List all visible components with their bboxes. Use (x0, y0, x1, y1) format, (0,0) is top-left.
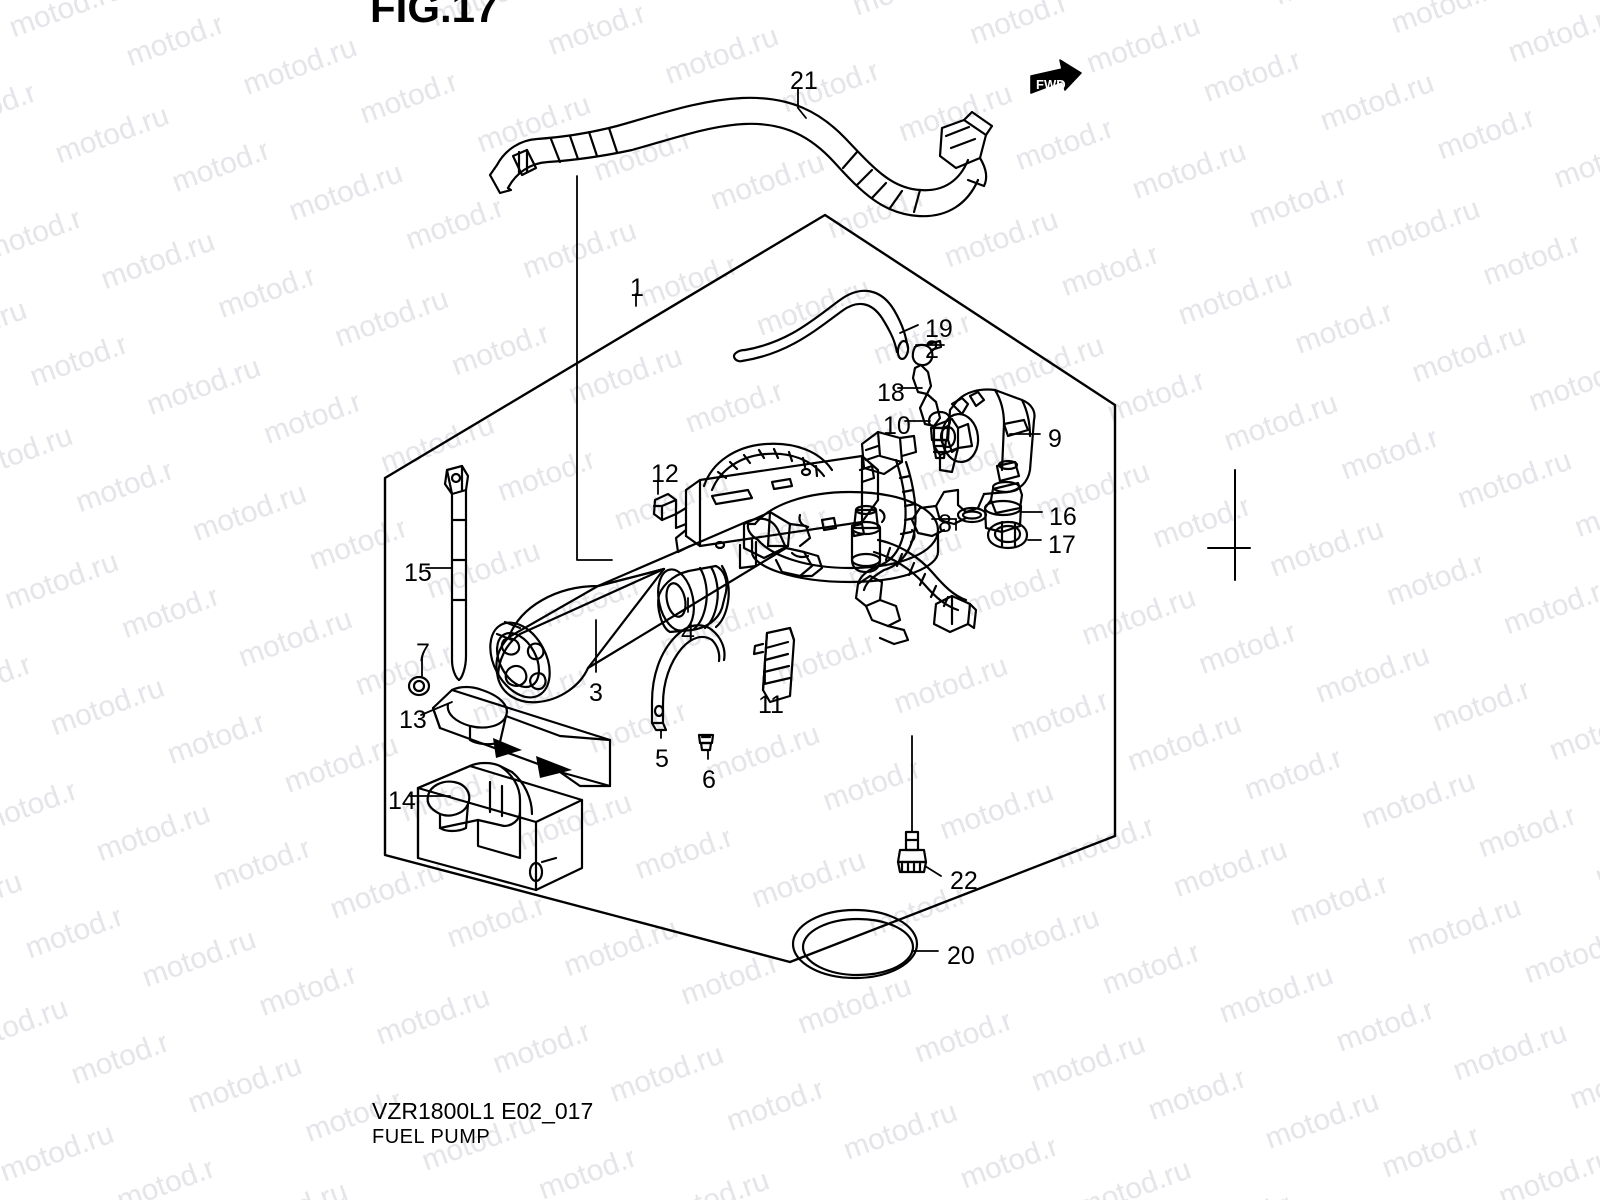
fwd-arrow-label: FWD (1036, 77, 1066, 92)
callout-number-16: 16 (1049, 503, 1077, 531)
figure-title: FIG.17 (370, 0, 499, 31)
callout-number-22: 22 (950, 867, 978, 895)
callout-number-1: 1 (630, 274, 644, 302)
callout-number-17: 17 (1048, 531, 1076, 559)
svg-text:FWD: FWD (1036, 77, 1066, 92)
part-6-screw-small (697, 733, 715, 752)
part-18-fuel-pipe-joint (911, 363, 974, 474)
callout-number-4: 4 (681, 619, 695, 647)
part-7-grommet (407, 675, 431, 697)
callout-number-19: 19 (925, 315, 953, 343)
diagram-caption: FUEL PUMP (372, 1126, 491, 1148)
callout-number-7: 7 (416, 639, 430, 667)
callout-number-8: 8 (938, 510, 952, 538)
callout-number-9: 9 (1048, 425, 1062, 453)
callout-number-21: 21 (790, 67, 818, 95)
callout-number-14: 14 (388, 787, 416, 815)
pump-top-connector (854, 430, 918, 646)
callout-number-10: 10 (883, 412, 911, 440)
callout-number-12: 12 (651, 460, 679, 488)
callout-number-18: 18 (877, 379, 905, 407)
part-15-cable-tie (443, 464, 470, 682)
part-12-wire-clip (652, 492, 678, 522)
model-code-label: VZR1800L1 E02_017 (372, 1098, 594, 1124)
callout-number-3: 3 (589, 679, 603, 707)
part-17-retainer-clip (986, 520, 1029, 550)
callout-number-11: 11 (758, 691, 784, 719)
callout-number-13: 13 (399, 706, 427, 734)
callout-number-15: 15 (404, 559, 432, 587)
part-3-fuel-pump-motor (489, 510, 824, 704)
callout-number-20: 20 (947, 942, 975, 970)
part-20-o-ring-large (791, 908, 919, 980)
callout-number-6: 6 (702, 766, 716, 794)
part-22-bolt (896, 830, 928, 874)
part-21-wiring-harness (488, 96, 994, 218)
part-19-breather-hose (732, 289, 910, 363)
registration-mark (1207, 469, 1251, 581)
callout-number-5: 5 (655, 745, 669, 773)
